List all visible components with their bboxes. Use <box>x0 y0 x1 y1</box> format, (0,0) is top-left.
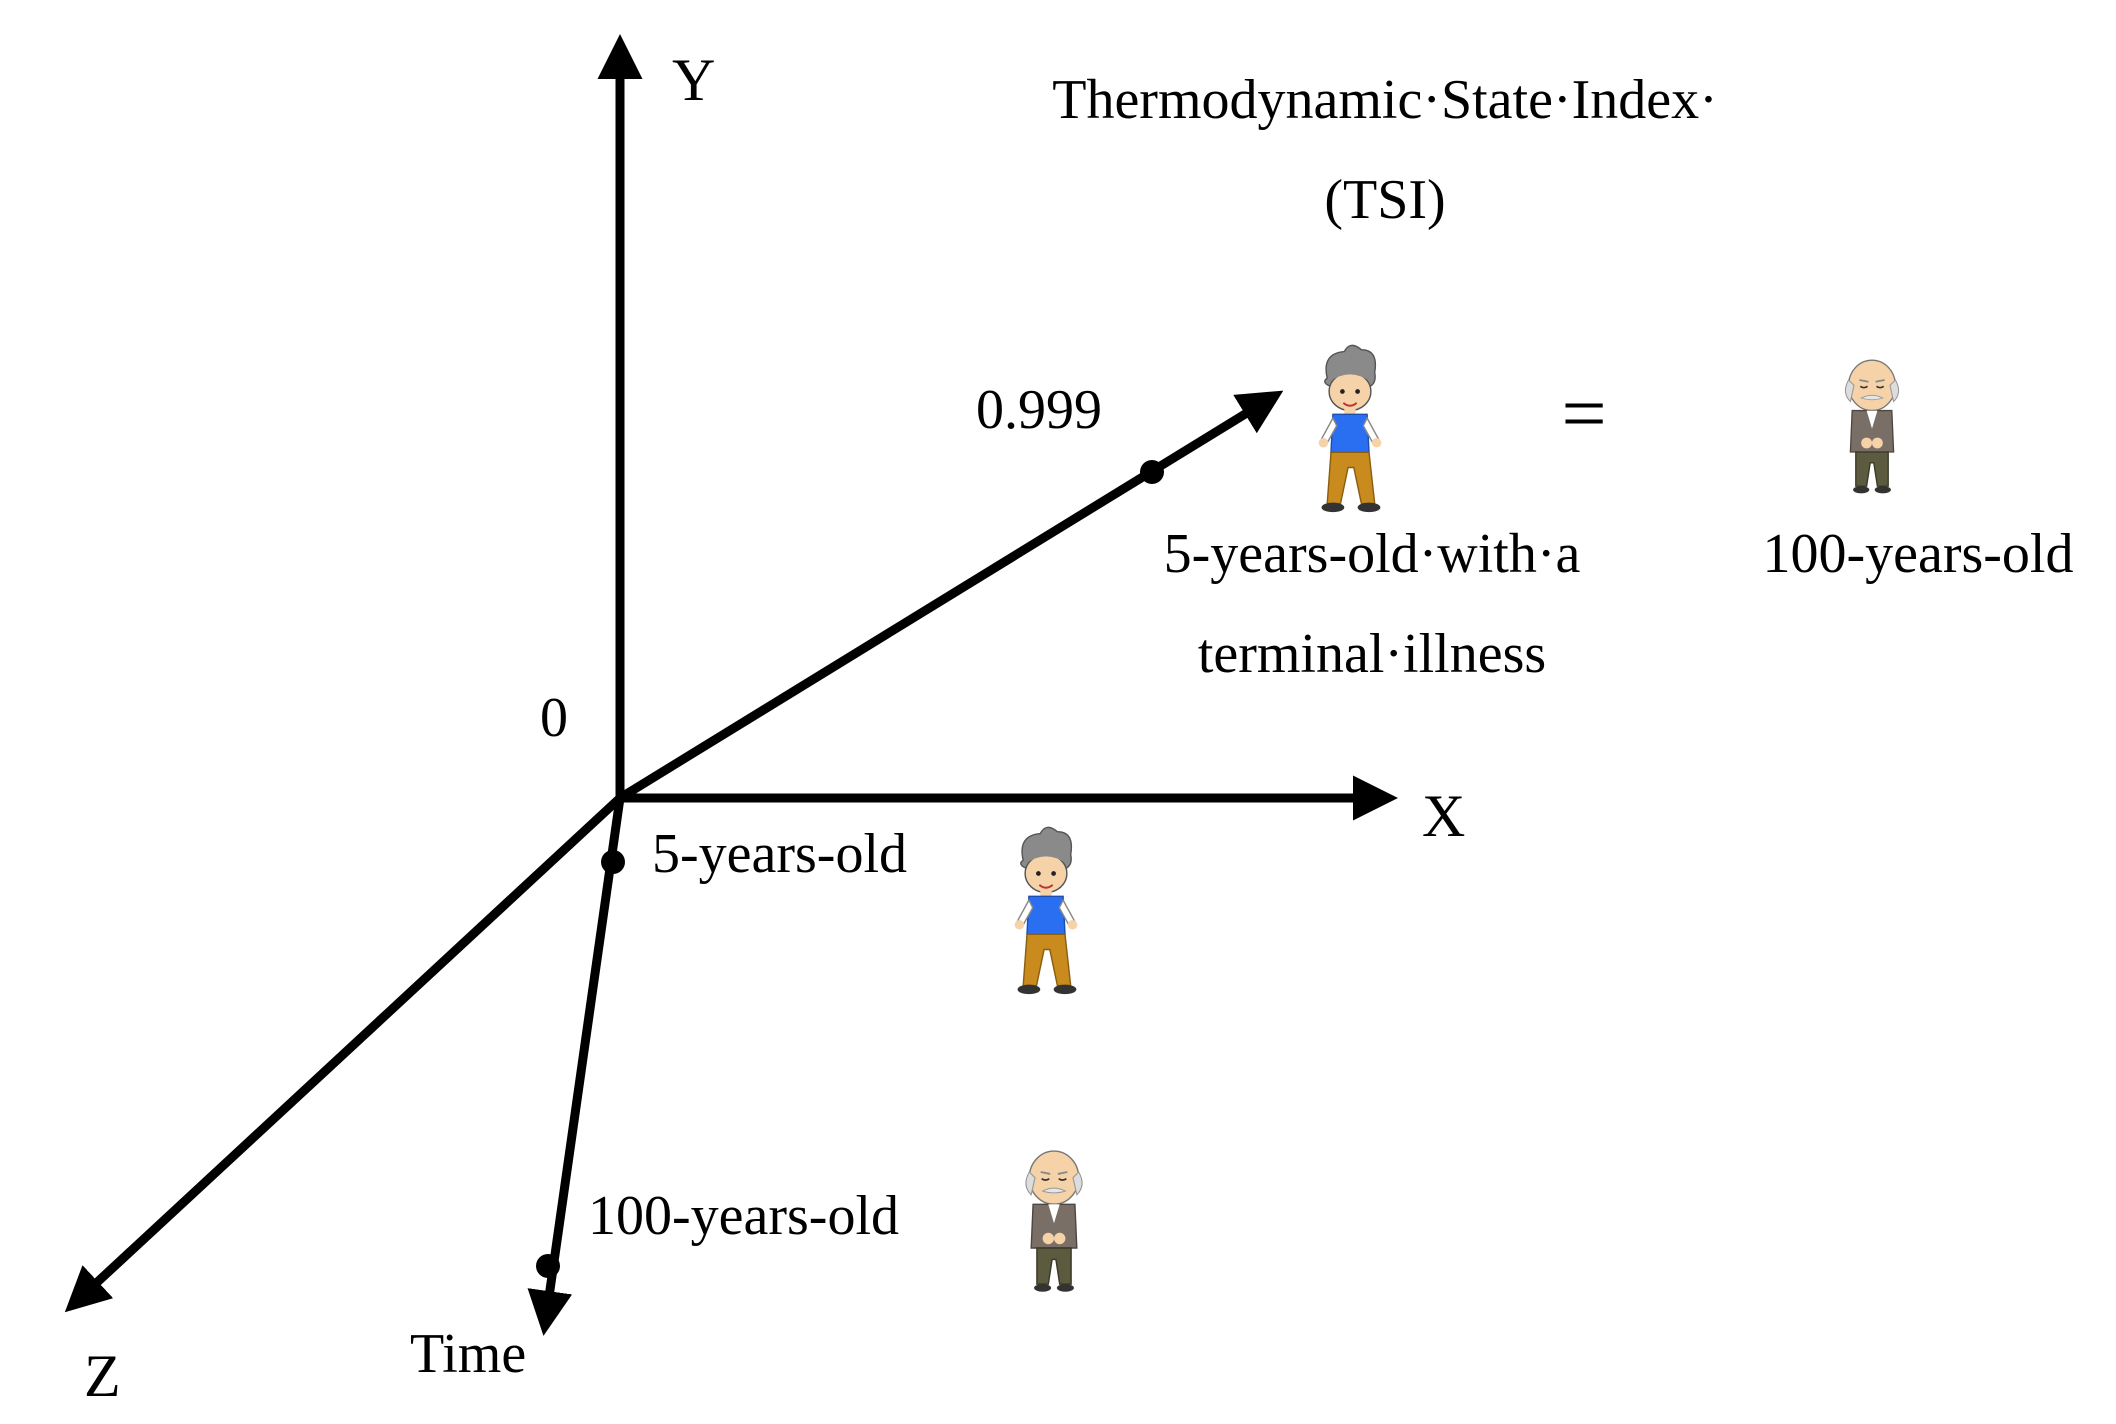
z-axis <box>64 793 625 1313</box>
time-axis-label: Time <box>410 1323 526 1385</box>
y-axis-label: Y <box>672 47 715 113</box>
time-point-100-years <box>536 1254 560 1278</box>
tsi-elder-label: 100-years-old <box>1762 523 2073 585</box>
origin-label: 0 <box>540 687 568 749</box>
tsi-point-0999 <box>1140 460 1164 484</box>
sick-child-icon <box>1317 344 1383 514</box>
sick-child-label-line-1: 5-years-old·with·a <box>1164 523 1581 585</box>
x-axis-label: X <box>1422 783 1465 849</box>
elder-icon-tsi <box>1844 359 1900 495</box>
title-line-2: (TSI) <box>1324 169 1445 231</box>
tsi-value-label: 0.999 <box>976 379 1102 441</box>
title-line-1: Thermodynamic·State·Index· <box>1052 69 1718 131</box>
child-icon-time <box>1013 826 1079 996</box>
time-child-label: 5-years-old <box>652 823 907 885</box>
elder-icon-time <box>1024 1150 1084 1293</box>
time-point-5-years <box>601 850 625 874</box>
tsi-axis <box>615 390 1284 803</box>
time-axis <box>527 793 625 1336</box>
sick-child-label-line-2: terminal·illness <box>1198 623 1546 685</box>
equals-sign: = <box>1561 370 1606 458</box>
z-axis-label: Z <box>84 1343 121 1409</box>
time-elder-label: 100-years-old <box>588 1185 899 1247</box>
